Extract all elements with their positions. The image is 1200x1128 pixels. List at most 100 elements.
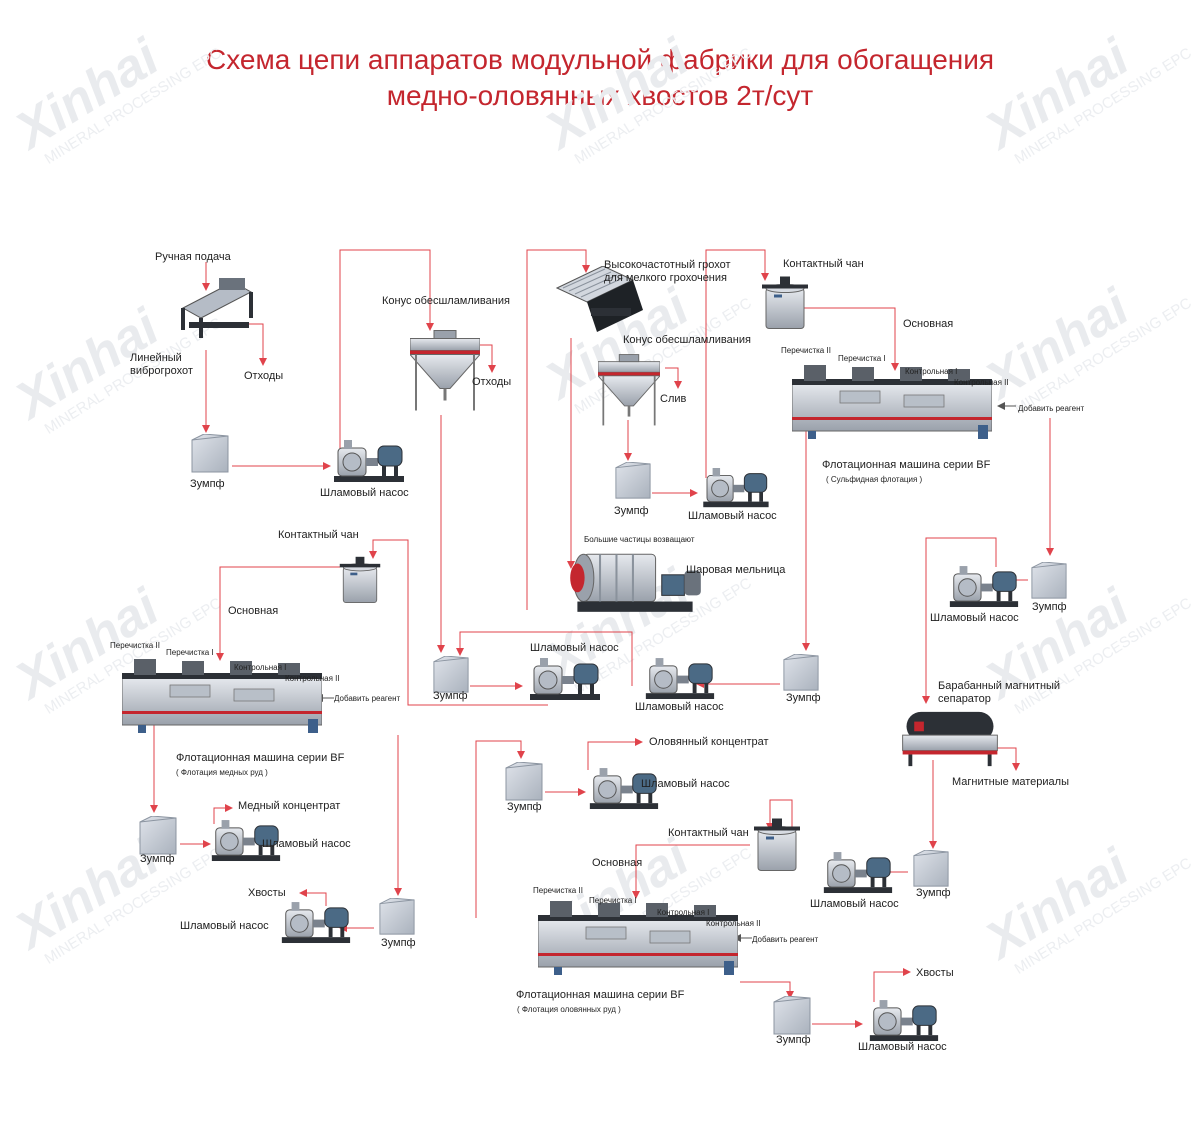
label-waste-2: Отходы — [472, 376, 512, 388]
label-tailings-2: Хвосты — [916, 967, 954, 979]
slurry-pump-8 — [281, 902, 351, 944]
sump-6 — [783, 654, 819, 691]
label-slurry-pump-5: Шламовый насос — [530, 642, 619, 654]
sump-8 — [379, 898, 415, 935]
page-title-line-2: медно-оловянных хвостов 2т/сут — [386, 80, 814, 111]
label-bf-machine-top: Флотационная машина серии BF — [822, 459, 991, 471]
label-bf-machine-left: Флотационная машина серии BF — [176, 752, 345, 764]
slurry-pump-3 — [949, 566, 1019, 608]
flow-line-contact-top-to-bf — [784, 307, 899, 371]
flow-line-screen-to-waste1 — [232, 323, 267, 366]
label-bf-scav1-bot: Контрольная I — [657, 908, 710, 917]
label-copper-concentrate: Медный концентрат — [238, 800, 341, 812]
label-sump-4: Зумпф — [916, 887, 951, 899]
label-bf-scav2-left: Контрольная II — [285, 674, 340, 683]
flow-line-pump8-to-tailings1 — [299, 889, 327, 906]
label-bf-machine-bot: Флотационная машина серии BF — [516, 989, 685, 1001]
label-bf-scav1-left: Контрольная I — [234, 663, 287, 672]
label-slurry-pump-1: Шламовый насос — [320, 487, 409, 499]
label-tin-concentrate: Оловянный концентрат — [649, 736, 769, 748]
flow-line-pump3-to-drum — [922, 537, 997, 704]
drum-magnetic-separator — [900, 710, 1000, 768]
label-add-reagent-left: Добавить реагент — [334, 694, 401, 703]
slurry-pump-6 — [645, 658, 715, 700]
label-hf-screen: Высокочастотный грохот для мелкого грохо… — [604, 259, 731, 284]
label-sump-6: Зумпф — [786, 692, 821, 704]
flow-line-drum-to-magnetic — [990, 747, 1020, 771]
contact-tank-left — [339, 556, 381, 604]
contact-tank-top — [761, 276, 809, 330]
flow-line-cone1-to-waste2 — [475, 344, 496, 373]
flow-line-mill-return — [526, 249, 590, 610]
flow-line-contact-left-to-bf — [216, 566, 340, 661]
sump-5 — [433, 656, 469, 693]
flow-line-pump5-to-contact-left — [369, 539, 548, 706]
label-bf-cleaner2-top: Перечистка II — [781, 346, 831, 355]
flow-line-pump7-to-copper — [213, 804, 233, 824]
label-rougher-top: Основная — [903, 318, 954, 330]
label-tailings-1: Хвосты — [248, 887, 286, 899]
flow-line-bf-bot-to-sump10 — [740, 981, 794, 999]
label-sump-5: Зумпф — [433, 690, 468, 702]
label-slurry-pump-4: Шламовый насос — [810, 898, 899, 910]
label-rougher-left: Основная — [228, 605, 279, 617]
label-bf-cleaner1-left: Перечистка I — [166, 648, 214, 657]
label-bf-sub-left: ( Флотация медных руд ) — [176, 768, 268, 777]
label-drum-separator: Барабанный магнитный сепаратор — [938, 680, 1061, 705]
label-slurry-pump-8: Шламовый насос — [180, 920, 269, 932]
bf-flotation-machine-top — [792, 364, 992, 440]
label-slurry-pump-2: Шламовый насос — [688, 510, 777, 522]
label-add-reagent-top: Добавить реагент — [1018, 404, 1085, 413]
label-bf-cleaner1-bot: Перечистка I — [589, 896, 637, 905]
sump-2 — [615, 462, 651, 499]
label-sump-2: Зумпф — [614, 505, 649, 517]
label-coarse-return: Большие частицы возващают — [584, 535, 695, 544]
label-sump-8: Зумпф — [381, 937, 416, 949]
slurry-pump-10 — [869, 1000, 939, 1042]
contact-tank-bot — [753, 818, 801, 872]
flow-line-pump10-to-tailings2 — [873, 968, 911, 1002]
label-linear-screen: Линейный виброгрохот — [130, 352, 193, 377]
label-rougher-bot: Основная — [592, 857, 643, 869]
flow-line-pump2-to-contact-top — [705, 249, 769, 478]
label-desliming-cone-1: Конус обесшламливания — [382, 295, 510, 307]
flow-lines — [150, 249, 1054, 1028]
label-overflow: Слив — [660, 393, 687, 405]
label-sump-1: Зумпф — [190, 478, 225, 490]
label-sump-3: Зумпф — [1032, 601, 1067, 613]
label-contact-tank-bot: Контактный чан — [668, 827, 749, 839]
bf-flotation-machine-left — [122, 658, 322, 734]
flow-line-pump9-to-tin — [587, 738, 643, 770]
flow-line-pump1-to-cone1 — [339, 249, 434, 452]
label-slurry-pump-7: Шламовый насос — [262, 838, 351, 850]
label-slurry-pump-3: Шламовый насос — [930, 612, 1019, 624]
sump-4 — [913, 850, 949, 887]
label-manual-feed: Ручная подача — [155, 251, 231, 263]
slurry-pump-4 — [823, 852, 893, 894]
sump-9 — [505, 762, 543, 801]
sump-10 — [773, 996, 811, 1035]
label-bf-scav2-top: Контрольная II — [954, 378, 1009, 387]
label-add-reagent-bot: Добавить реагент — [752, 935, 819, 944]
label-waste-1: Отходы — [244, 370, 284, 382]
label-desliming-cone-2: Конус обесшламливания — [623, 334, 751, 346]
label-bf-cleaner2-bot: Перечистка II — [533, 886, 583, 895]
label-sump-9: Зумпф — [507, 801, 542, 813]
desliming-cone-1 — [410, 328, 480, 413]
label-bf-sub-top: ( Сульфидная флотация ) — [826, 475, 923, 484]
label-bf-cleaner1-top: Перечистка I — [838, 354, 886, 363]
label-bf-scav2-bot: Контрольная II — [706, 919, 761, 928]
label-sump-10: Зумпф — [776, 1034, 811, 1046]
label-ball-mill: Шаровая мельница — [686, 564, 786, 576]
sump-3 — [1031, 562, 1067, 599]
label-sump-7: Зумпф — [140, 853, 175, 865]
